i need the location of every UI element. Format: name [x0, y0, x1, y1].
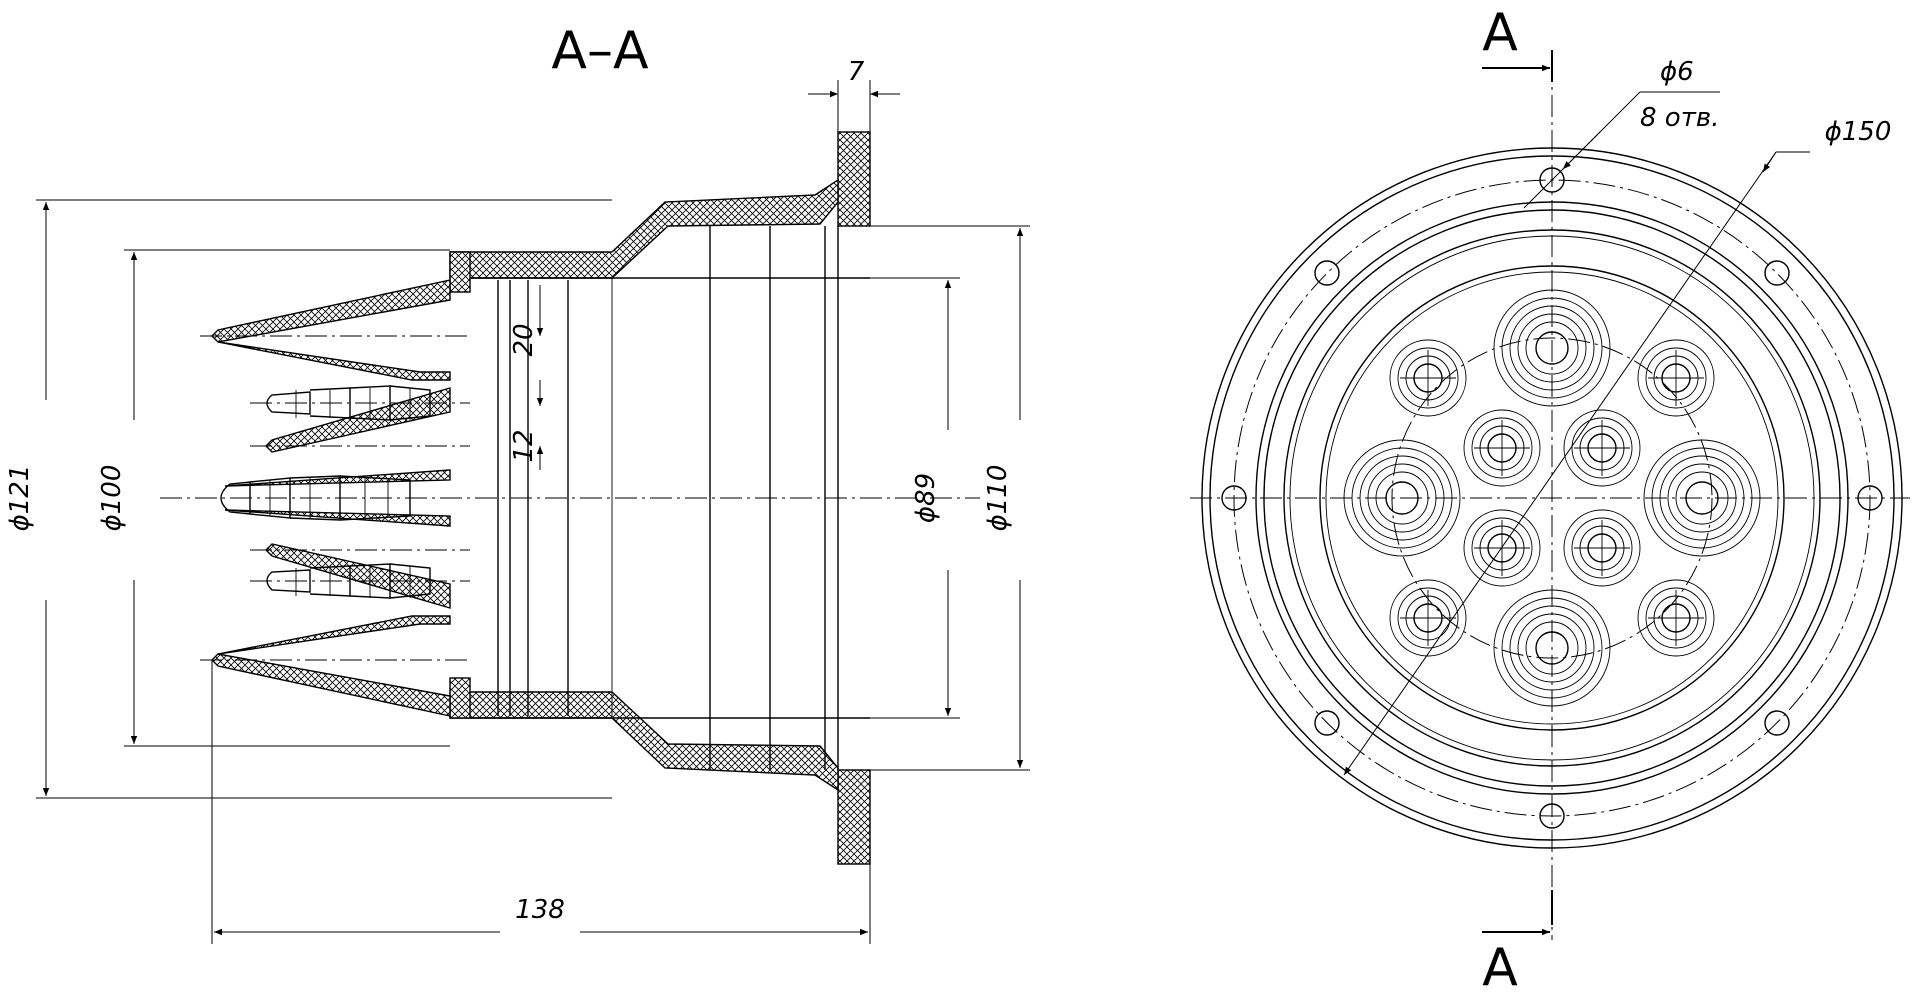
- dim-inner-diameter-label: ϕ100: [97, 465, 127, 532]
- cone-center-upper: [224, 469, 451, 487]
- dim-hole: ϕ6 8 отв.: [1523, 57, 1720, 209]
- dim-flange-thickness: 7: [808, 57, 900, 132]
- front-view: A A ϕ6 8 отв. ϕ150: [1190, 3, 1910, 998]
- port-large-bottom: [1493, 589, 1611, 707]
- cone-lower-large-tail: [217, 615, 451, 655]
- membrane-outer: [1319, 265, 1785, 731]
- cone-lower-large: [211, 653, 451, 717]
- flange-upper: [837, 131, 871, 227]
- dim-flange-thickness-label: 7: [848, 57, 865, 87]
- cone-mid-upper: [265, 387, 451, 453]
- bolt-holes: [1221, 167, 1883, 829]
- bolt-hole: [1764, 260, 1790, 286]
- flange-outer-circle-inner: [1209, 155, 1895, 841]
- dim-hole-count-label: 8 отв.: [1640, 103, 1719, 133]
- dim-hole-diameter-label: ϕ6: [1660, 57, 1694, 87]
- dim-pitch-lower-label: 12: [509, 429, 539, 462]
- port-crosshairs: [1400, 350, 1704, 646]
- dim-bolt-circle: ϕ150: [1343, 117, 1892, 776]
- cone-center-lower: [224, 509, 451, 527]
- flange-lower: [837, 769, 871, 865]
- bolt-hole: [1539, 803, 1565, 829]
- dim-inner-diameter: ϕ100: [97, 249, 450, 747]
- collar-lower: [449, 677, 471, 719]
- collar-upper: [449, 251, 471, 293]
- section-marker-top: A: [1482, 3, 1553, 82]
- dim-bore-diameter: ϕ89: [870, 277, 960, 719]
- dim-outer-diameter-label: ϕ121: [5, 465, 35, 532]
- cone-upper-large-tail: [217, 341, 451, 381]
- dim-pitch-upper-label: 20: [509, 323, 539, 356]
- body-wall-upper: [449, 178, 839, 279]
- section-marker-top-label: A: [1482, 3, 1518, 63]
- dim-bolt-circle-label: ϕ150: [1825, 117, 1892, 147]
- membrane-inner: [1325, 271, 1779, 725]
- bolt-hole: [1857, 485, 1883, 511]
- cone-mid-lower: [265, 543, 451, 609]
- dim-outer-diameter: ϕ121: [5, 199, 612, 799]
- body-wall-lower: [449, 691, 839, 792]
- flange-step-1: [1255, 201, 1849, 795]
- section-title: A–A: [551, 21, 649, 81]
- port-pitch-circle: [1391, 337, 1713, 659]
- port-large-right: [1643, 439, 1761, 557]
- section-marker-bottom: A: [1482, 890, 1553, 998]
- pipe-circle: [1283, 229, 1821, 767]
- dim-pitch: 20 12: [509, 285, 544, 470]
- bolt-hole: [1539, 167, 1565, 193]
- bolt-hole: [1314, 260, 1340, 286]
- port-large-left: [1343, 439, 1461, 557]
- dim-bore-diameter-label: ϕ89: [911, 473, 941, 523]
- dim-overall-length: 138: [211, 660, 871, 944]
- dim-pipe-diameter: ϕ110: [870, 225, 1030, 771]
- section-view: A–A: [5, 21, 1030, 944]
- dim-overall-length-label: 138: [515, 895, 565, 925]
- pipe-circle-inner: [1289, 235, 1815, 761]
- port-large-top: [1493, 289, 1611, 407]
- flange-step-2: [1263, 209, 1841, 787]
- bolt-hole: [1221, 485, 1247, 511]
- dim-pipe-diameter-label: ϕ110: [983, 465, 1013, 532]
- bolt-hole: [1314, 710, 1340, 736]
- flange-outer-circle: [1201, 147, 1903, 849]
- stepped-nipple-center: [220, 475, 411, 521]
- section-marker-bottom-label: A: [1482, 938, 1518, 998]
- bolt-hole: [1764, 710, 1790, 736]
- cone-upper-large: [211, 279, 451, 343]
